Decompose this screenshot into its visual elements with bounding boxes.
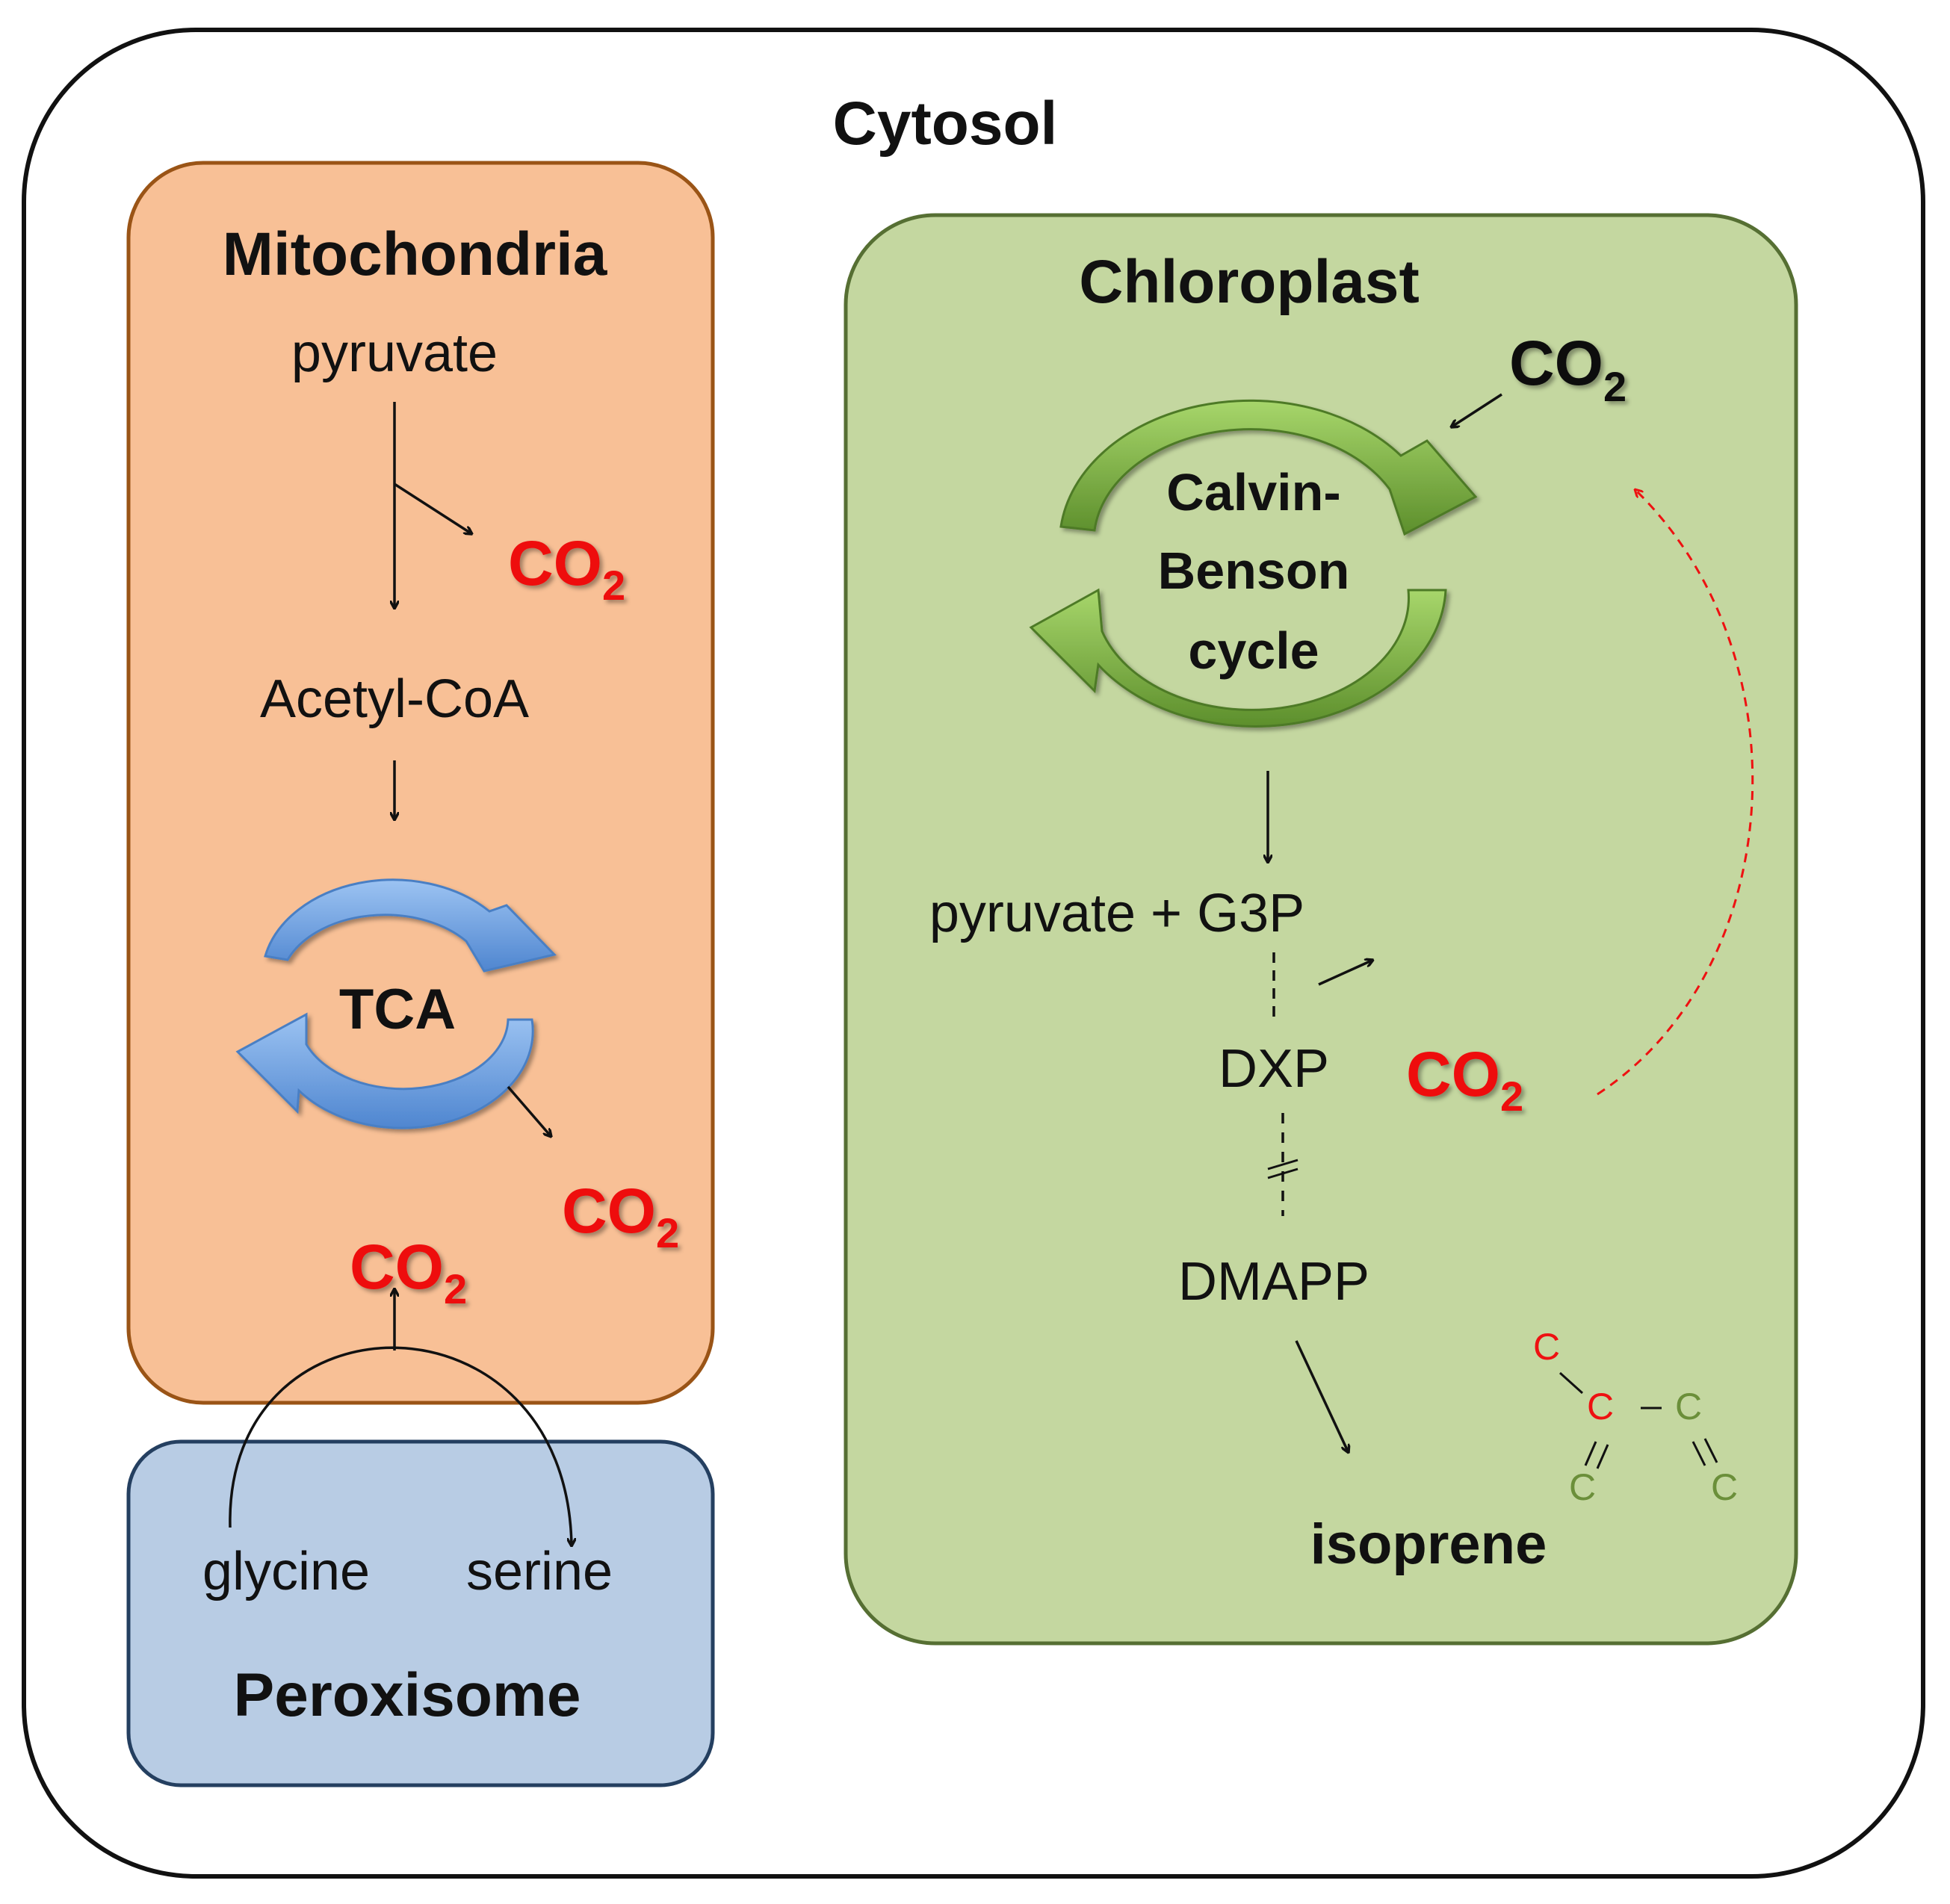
glycine-label: glycine — [202, 1542, 370, 1601]
chloroplast-co2-out: CO2 — [1406, 1039, 1523, 1120]
structure-atom-top: C — [1533, 1326, 1560, 1368]
chloroplast-label: Chloroplast — [1079, 248, 1420, 316]
mitochondria-box — [126, 161, 715, 1405]
dmapp-label: DMAPP — [1178, 1252, 1369, 1312]
pyruvate-decarboxylation-arrow — [394, 483, 472, 534]
mitochondria-label: Mitochondria — [223, 220, 608, 288]
co2-fixation-arrow — [1451, 393, 1502, 427]
structure-atom-right: C — [1675, 1386, 1702, 1427]
chloroplast-co2-in: CO2 — [1509, 328, 1626, 410]
cytosol-label: Cytosol — [833, 90, 1058, 158]
calvin-line1: Calvin- — [1166, 463, 1340, 521]
mito-acetyl-coa: Acetyl-CoA — [260, 669, 529, 729]
substrates-label: pyruvate + G3P — [929, 884, 1304, 943]
calvin-line2: Benson — [1158, 542, 1350, 600]
tca-co2-release-arrow — [507, 1085, 551, 1137]
mito-co2-1: CO2 — [508, 528, 625, 609]
peroxisome-label: Peroxisome — [234, 1661, 581, 1729]
isoprene-label: isoprene — [1310, 1513, 1547, 1576]
structure-atom-bottom-left: C — [1569, 1466, 1596, 1508]
chloroplast-box — [844, 213, 1798, 1646]
mito-co2-2: CO2 — [562, 1176, 679, 1256]
co2-recycling-arrow — [1597, 489, 1754, 1096]
calvin-line3: cycle — [1188, 621, 1319, 680]
isoprene-structure: C C C C C — [1533, 1326, 1738, 1508]
dmapp-to-isoprene-arrow — [1295, 1340, 1349, 1453]
peroxisome-box — [126, 1439, 715, 1787]
mito-pyruvate: pyruvate — [291, 323, 498, 383]
multi-step-mark-1 — [1267, 1159, 1299, 1170]
dxp-label: DXP — [1219, 1039, 1329, 1099]
structure-atom-center: C — [1587, 1386, 1614, 1427]
dxp-co2-release-arrow — [1318, 960, 1373, 986]
glycine-to-serine-arc — [229, 1346, 572, 1546]
tca-cycle-arrows — [235, 878, 557, 1129]
serine-label: serine — [466, 1542, 613, 1601]
tca-label: TCA — [339, 978, 456, 1041]
calvin-cycle-arrows — [1029, 399, 1478, 728]
multi-step-mark-2 — [1267, 1167, 1299, 1179]
structure-atom-bottom-right: C — [1711, 1466, 1738, 1508]
